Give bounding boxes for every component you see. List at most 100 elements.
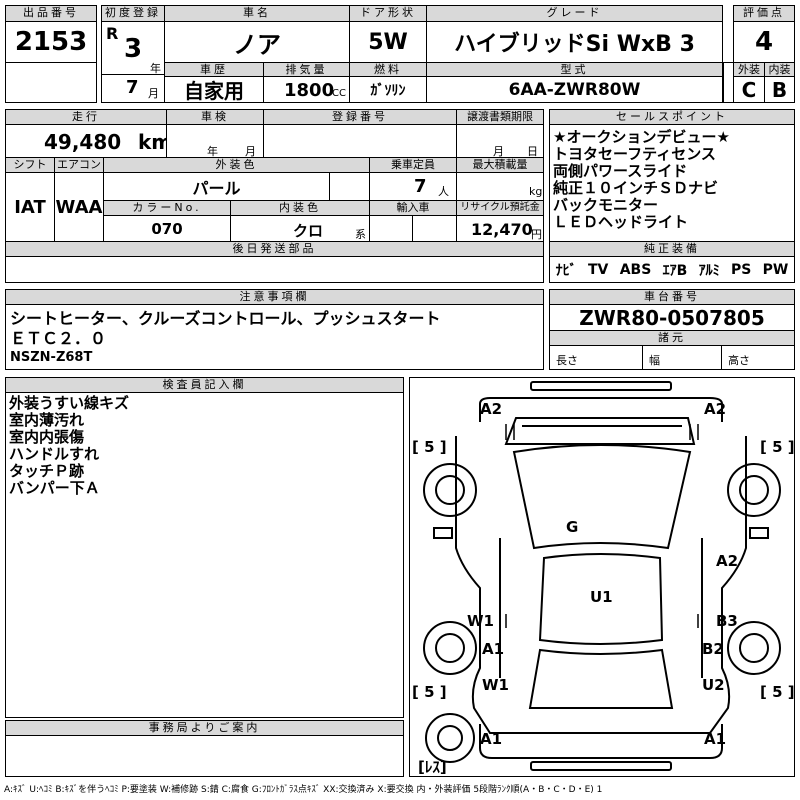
mark-windshield: G — [566, 518, 579, 536]
door-type: 5W — [349, 21, 427, 63]
fuel: ｶﾞｿﾘﾝ — [349, 76, 427, 103]
capacity: 7 — [414, 176, 427, 197]
equipment-header: 純正装備 — [549, 241, 795, 257]
exterior-grade: C — [733, 76, 765, 103]
grade-header: グレード — [426, 5, 723, 22]
model-header: 型式 — [426, 62, 723, 77]
lot-number-header: 出品番号 — [5, 5, 97, 22]
mark-tire-rear-right: [ 5 ] — [760, 683, 795, 701]
later-parts-header: 後日発送部品 — [5, 241, 544, 257]
equipment-item: ﾅﾋﾞ — [555, 262, 577, 279]
mark-right-mid-2: B2 — [702, 640, 724, 658]
registration-no-header: 登録番号 — [263, 109, 457, 125]
transfer-month-unit: 月 — [493, 145, 504, 158]
capacity-header: 乗車定員 — [369, 157, 457, 173]
equipment-item: ｴｱB — [662, 262, 688, 279]
color-no: 070 — [103, 215, 231, 242]
door-header: ドア形状 — [349, 5, 427, 22]
mark-rear-right: A1 — [704, 730, 727, 748]
length-label: 長さ — [556, 354, 578, 367]
inspector-notes: 外装うすい線キズ 室内薄汚れ 室内内張傷 ハンドルすれ タッチＰ跡 バンパー下Ａ — [5, 392, 404, 718]
interior-color: クロ — [293, 222, 324, 240]
lot-number: 2153 — [5, 21, 97, 63]
displacement-unit: CC — [332, 88, 346, 99]
width-cell: 幅 — [642, 345, 722, 370]
width-label: 幅 — [649, 354, 660, 367]
mark-roof: U1 — [590, 588, 613, 606]
equipment-item: ｱﾙﾐ — [698, 262, 720, 279]
exterior-header: 外装 — [733, 62, 765, 77]
mark-left-mid-3: W1 — [482, 676, 509, 694]
car-name: ノア — [164, 21, 350, 63]
shift-header: シフト — [5, 157, 55, 173]
mileage: 49,480 — [44, 130, 122, 154]
displacement-cell: 1800 CC — [263, 76, 350, 103]
car-history: 自家用 — [164, 76, 264, 103]
recycle-unit: 円 — [531, 228, 542, 241]
max-load-cell: kg — [456, 172, 544, 201]
score-header: 評価点 — [733, 5, 795, 22]
lot-number-blank — [5, 62, 97, 103]
mileage-cell: 49,480 km — [5, 124, 167, 158]
height-label: 高さ — [728, 354, 750, 367]
era: R — [106, 24, 119, 43]
registration-month: 7 — [126, 77, 139, 98]
sales-point: ★オークションデビュー★ — [553, 128, 730, 146]
inspection-header: 車検 — [166, 109, 264, 125]
month-unit: 月 — [148, 87, 159, 100]
damage-diagram: A2 A2 [ 5 ] [ 5 ] G A2 U1 W1 B3 A1 B2 W1… — [409, 377, 795, 777]
interior-color-cell: クロ 系 — [230, 215, 370, 242]
equipment-item: PS — [730, 261, 752, 278]
recycle-header: リサイクル預託金 — [456, 200, 544, 216]
mileage-header: 走行 — [5, 109, 167, 125]
year-unit: 年 — [150, 62, 161, 75]
notes-body: シートヒーター、クルーズコントロール、プッシュスタート ＥＴＣ２．０ NSZN-… — [5, 304, 544, 370]
mark-spare-tire: [ﾚｽ] — [418, 758, 447, 776]
interior-grade: B — [764, 76, 795, 103]
mark-right-mid-1: B3 — [716, 612, 738, 630]
sales-point: ＬＥＤヘッドライト — [553, 213, 689, 231]
exterior-color-header: 外装色 — [103, 157, 370, 173]
mark-front-right: A2 — [704, 400, 727, 418]
inspector-note: ハンドルすれ — [9, 445, 100, 463]
inspector-note: 室内内張傷 — [9, 428, 85, 446]
air-conditioner: WAA — [54, 172, 104, 242]
equipment-item: PW — [762, 261, 789, 278]
mark-left-mid-1: W1 — [467, 612, 494, 630]
mark-right-mid-3: U2 — [702, 676, 725, 694]
interior-color-unit: 系 — [355, 228, 366, 241]
inspection-month-unit: 月 — [245, 145, 256, 158]
chassis-number: ZWR80-0507805 — [549, 304, 795, 331]
interior-header: 内装 — [764, 62, 795, 77]
sales-point: バックモニター — [553, 196, 659, 214]
inspector-note: 外装うすい線キズ — [9, 394, 130, 412]
sales-point: 両側パワースライド — [553, 162, 688, 180]
recycle-fee: 12,470 — [471, 220, 533, 239]
displacement: 1800 — [284, 80, 335, 101]
sales-points-header: セールスポイント — [549, 109, 795, 125]
length-cell: 長さ — [549, 345, 643, 370]
later-parts-cell — [5, 256, 544, 283]
fuel-header: 燃料 — [349, 62, 427, 77]
office-body — [5, 735, 404, 777]
import-header: 輸入車 — [369, 200, 457, 216]
inspector-note: 室内薄汚れ — [9, 411, 85, 429]
first-registration-header: 初度登録 — [101, 5, 165, 22]
transfer-deadline-cell: 月 日 — [456, 124, 544, 158]
mark-tire-front-left: [ 5 ] — [412, 438, 447, 456]
max-load-header: 最大積載量 — [456, 157, 544, 173]
note-line: シートヒーター、クルーズコントロール、プッシュスタート — [10, 309, 441, 328]
color-no-header: カラーNo. — [103, 200, 231, 216]
mark-tire-rear-left: [ 5 ] — [412, 683, 447, 701]
model-code: 6AA-ZWR80W — [426, 76, 723, 103]
height-cell: 高さ — [721, 345, 795, 370]
legend-footer: A:ｷｽﾞ U:ﾍｺﾐ B:ｷｽﾞを伴うﾍｺﾐ P:要塗装 W:補修跡 S:錆 … — [4, 785, 603, 795]
score: 4 — [733, 21, 795, 63]
first-registration-month-cell: 7 月 — [101, 74, 165, 103]
shift: IAT — [5, 172, 55, 242]
dimensions-header: 諸元 — [549, 330, 795, 346]
office-header: 事務局よりご案内 — [5, 720, 404, 736]
mark-rear-left: A1 — [480, 730, 503, 748]
mileage-unit: km — [138, 130, 166, 154]
max-load-unit: kg — [529, 185, 543, 198]
